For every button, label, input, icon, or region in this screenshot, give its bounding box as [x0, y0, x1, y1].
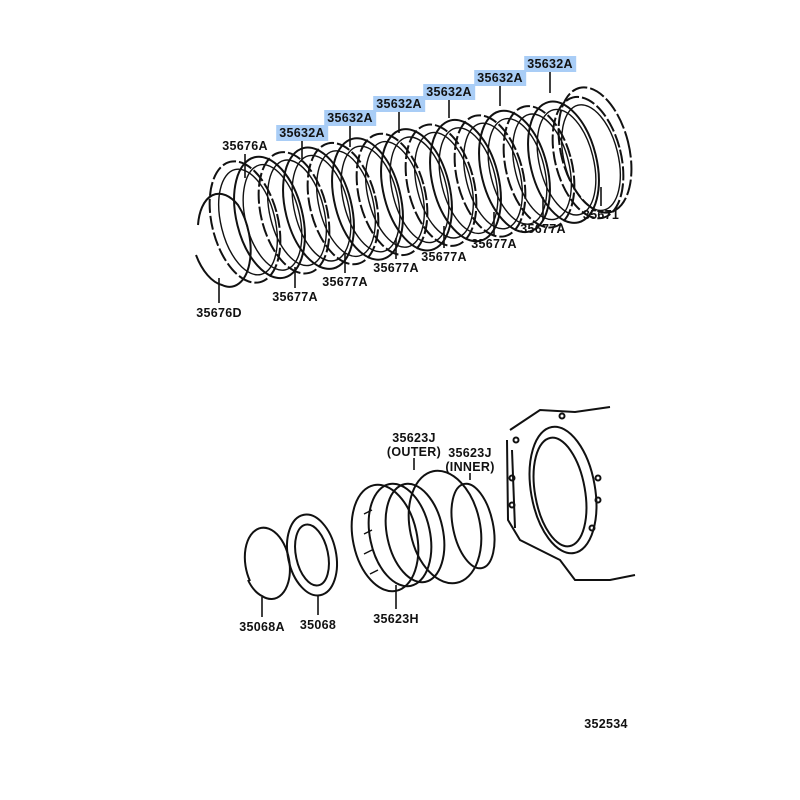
friction-disc-inner	[340, 145, 401, 253]
snap-ring-35068A	[243, 526, 291, 601]
steel-plate-inner	[267, 159, 327, 267]
part-label-35068A[interactable]: 35068A	[239, 620, 285, 634]
part-label-35676D[interactable]: 35676D	[196, 306, 242, 320]
part-label-35677A[interactable]: 35677A	[272, 290, 318, 304]
flange-plate-35671	[557, 86, 633, 214]
bearing-inner-35068	[294, 523, 330, 587]
friction-disc	[478, 109, 551, 234]
steel-plate	[257, 151, 331, 275]
part-label-35676A[interactable]: 35676A	[222, 139, 268, 153]
friction-disc	[380, 128, 453, 252]
steel-plate-inner	[365, 140, 425, 248]
friction-disc-inner	[487, 117, 548, 225]
friction-disc	[282, 146, 355, 270]
part-label-35677A[interactable]: 35677A	[471, 237, 517, 251]
diagram-reference-number: 352534	[584, 717, 628, 731]
friction-disc-inner	[291, 154, 352, 262]
o-ring-outer-35623J	[407, 469, 483, 585]
part-label-35677A[interactable]: 35677A	[322, 275, 368, 289]
steel-plate-inner	[463, 122, 523, 230]
friction-disc	[429, 118, 502, 243]
part-label-35677A[interactable]: 35677A	[421, 250, 467, 264]
steel-plate-inner	[414, 131, 474, 239]
hub-35623H	[350, 483, 420, 593]
steel-plate	[502, 105, 576, 229]
part-label-35068[interactable]: 35068	[299, 618, 337, 632]
o-ring-inner-35623J	[450, 482, 496, 570]
part-label-35623H[interactable]: 35623H	[373, 612, 419, 626]
part-label-35632A[interactable]: 35632A	[474, 70, 526, 86]
lower-parts	[243, 406, 636, 601]
steel-plate-inner	[561, 104, 621, 212]
bearing-outer-35068	[286, 513, 338, 597]
friction-disc-inner	[242, 163, 303, 271]
friction-disc-inner	[536, 108, 597, 216]
friction-disc-inner	[389, 136, 450, 244]
part-label-35632A[interactable]: 35632A	[524, 56, 576, 72]
steel-plate	[551, 95, 625, 220]
inner-note: (INNER)	[445, 460, 495, 474]
part-label-35632A[interactable]: 35632A	[324, 110, 376, 126]
part-label-35632A[interactable]: 35632A	[276, 125, 328, 141]
steel-plate-inner	[316, 150, 376, 258]
part-label-35671[interactable]: 35671	[582, 208, 620, 222]
part-label-35623J-outer[interactable]: 35623J	[392, 431, 436, 445]
transmission-case	[506, 406, 636, 581]
friction-disc	[527, 100, 600, 224]
friction-disc	[331, 137, 404, 261]
leader-lines	[218, 71, 602, 617]
friction-disc-inner	[438, 127, 499, 235]
steel-plate-inner	[218, 168, 278, 276]
friction-disc	[233, 155, 306, 280]
steel-plate	[453, 114, 527, 238]
part-label-35623J-inner[interactable]: 35623J	[448, 446, 492, 460]
steel-plate-inner	[512, 113, 572, 221]
outer-note: (OUTER)	[386, 445, 442, 459]
part-label-35632A[interactable]: 35632A	[373, 96, 425, 112]
part-label-35677A[interactable]: 35677A	[520, 222, 566, 236]
part-label-35632A[interactable]: 35632A	[423, 84, 475, 100]
part-label-35677A[interactable]: 35677A	[373, 261, 419, 275]
